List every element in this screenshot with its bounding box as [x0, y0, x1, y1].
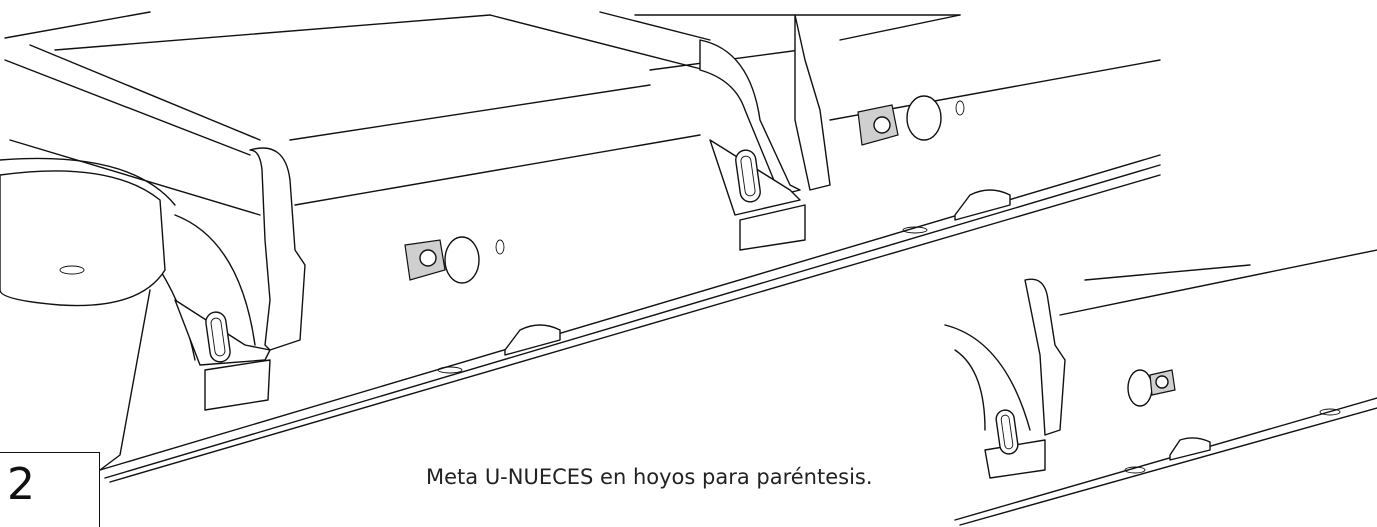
step-number: 2 [7, 459, 35, 510]
rail [99, 154, 1161, 483]
bracket-right [699, 14, 831, 251]
bracket-left [159, 147, 306, 411]
detail-inset [944, 249, 1377, 526]
u-nut-right [857, 95, 965, 146]
frame-body [4, 11, 1161, 216]
step-number-box: 2 [0, 452, 100, 527]
u-nut-left [404, 236, 505, 284]
round-foot [0, 157, 176, 471]
instruction-text: Meta U-NUECES en hoyos para paréntesis. [426, 465, 873, 489]
